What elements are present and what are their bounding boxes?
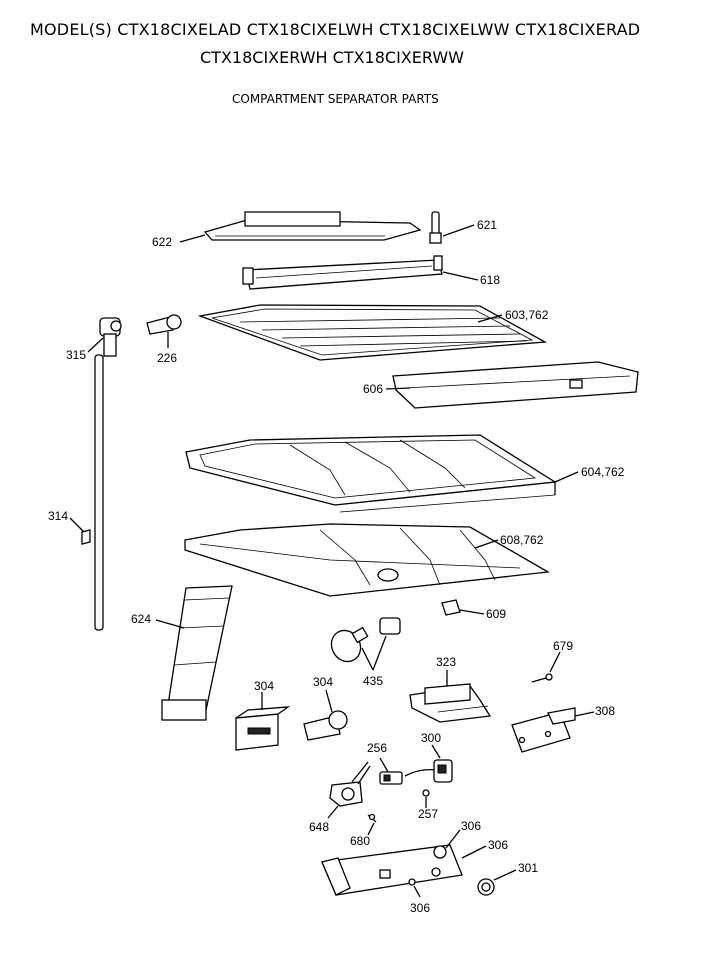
label-315: 315 xyxy=(66,348,86,362)
part-308-bracket xyxy=(511,707,576,753)
leader-604 xyxy=(554,471,579,483)
part-679-screw xyxy=(531,673,553,683)
label-679: 679 xyxy=(553,639,573,653)
leader-314 xyxy=(69,517,85,533)
part-621-clip xyxy=(429,211,442,244)
leader-301 xyxy=(493,869,517,881)
part-306-bracket xyxy=(321,844,463,896)
part-315-hinge xyxy=(99,317,122,357)
part-622-cover xyxy=(203,211,422,241)
leader-256 xyxy=(379,757,389,773)
part-314-rod xyxy=(81,354,104,631)
label-608: 608,762 xyxy=(500,533,544,547)
leader-608 xyxy=(474,539,499,549)
leader-300 xyxy=(431,744,441,759)
label-304b: 304 xyxy=(313,675,333,689)
label-622: 622 xyxy=(152,235,172,249)
model-list-line-1: MODEL(S) CTX18CIXELAD CTX18CIXELWH CTX18… xyxy=(30,20,641,39)
label-624: 624 xyxy=(131,612,151,626)
label-257: 257 xyxy=(418,807,438,821)
label-609: 609 xyxy=(486,607,506,621)
leader-621 xyxy=(442,224,475,237)
leader-308 xyxy=(574,711,595,717)
part-603-shelf xyxy=(197,304,548,361)
label-648: 648 xyxy=(309,820,329,834)
part-648-timer xyxy=(329,761,371,807)
part-680-screw xyxy=(367,813,377,823)
label-306a: 306 xyxy=(461,819,481,833)
part-618-rail xyxy=(242,255,443,290)
part-624-duct xyxy=(161,585,233,721)
leader-609 xyxy=(459,609,485,615)
leader-680 xyxy=(367,822,375,836)
part-226-pin xyxy=(146,314,182,335)
label-308: 308 xyxy=(595,704,615,718)
leader-606 xyxy=(385,387,411,390)
label-226: 226 xyxy=(157,351,177,365)
label-435: 435 xyxy=(363,674,383,688)
label-256: 256 xyxy=(367,741,387,755)
model-list-line-2: CTX18CIXERWH CTX18CIXERWW xyxy=(200,48,464,67)
part-609-clip xyxy=(441,599,461,616)
label-306c: 306 xyxy=(410,901,430,915)
label-603: 603,762 xyxy=(505,308,549,322)
leader-306b xyxy=(461,845,487,859)
part-304-knob xyxy=(303,710,348,741)
label-323: 323 xyxy=(436,655,456,669)
leader-648 xyxy=(327,805,339,819)
leader-435a xyxy=(361,647,374,671)
leader-603 xyxy=(477,314,503,323)
leader-624 xyxy=(155,619,185,629)
label-301: 301 xyxy=(518,861,538,875)
part-256-switch xyxy=(379,771,403,785)
label-604: 604,762 xyxy=(581,465,625,479)
part-304-box xyxy=(235,706,291,751)
label-606: 606 xyxy=(363,382,383,396)
part-300-thermostat xyxy=(404,759,453,783)
part-323-housing xyxy=(409,683,492,723)
leader-315 xyxy=(87,337,104,353)
label-680: 680 xyxy=(350,834,370,848)
label-300: 300 xyxy=(421,731,441,745)
leader-304b xyxy=(325,689,333,713)
part-606-front xyxy=(392,361,639,409)
leader-679 xyxy=(549,651,561,673)
label-314: 314 xyxy=(48,509,68,523)
label-618: 618 xyxy=(480,273,500,287)
leader-435b xyxy=(372,635,387,671)
leader-306c xyxy=(413,885,421,898)
part-301-grommet xyxy=(477,878,495,896)
part-608-tray xyxy=(184,523,551,597)
label-304a: 304 xyxy=(254,679,274,693)
page-title: COMPARTMENT SEPARATOR PARTS xyxy=(232,92,439,106)
label-621: 621 xyxy=(477,218,497,232)
leader-618 xyxy=(442,271,479,281)
part-257-screw xyxy=(422,789,430,797)
part-604-pan xyxy=(185,434,557,513)
leader-622 xyxy=(179,234,206,243)
part-435-bulb xyxy=(330,617,401,663)
leader-306a xyxy=(445,829,461,849)
label-306b: 306 xyxy=(488,838,508,852)
